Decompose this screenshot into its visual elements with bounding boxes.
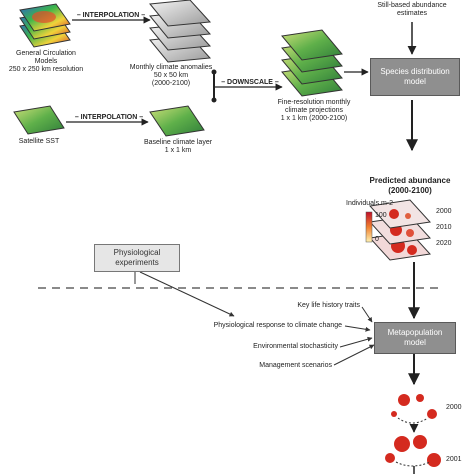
anomaly-map-stack [149,0,212,63]
input-key-life-history: Key life history traits [297,302,360,309]
abundance-estimates-label: Still-based abundance estimates [377,2,447,17]
satellite-map [13,105,65,135]
satellite-sst-label: Satellite SST [18,138,60,145]
interpolation-label-2: – INTERPOLATION – [74,114,144,121]
meta-year-2001: 2001 [446,456,462,463]
scale-min-label: 0 [375,236,379,243]
input-management-scenarios: Management scenarios [259,362,332,369]
population-network-2000 [391,394,437,424]
map-year-2020: 2020 [436,240,452,247]
metapopulation-model-box: Metapopulation model [374,322,456,354]
population-network-2001 [385,435,441,467]
fine-res-map-stack [281,29,343,97]
monthly-anomalies-label: Monthly climate anomalies 50 x 50 km (20… [129,64,213,87]
physiological-experiments-box: Physiological experiments [94,244,180,272]
phys-exp-arrow [139,271,235,317]
fine-resolution-label: Fine-resolution monthly climate projecti… [277,99,351,122]
downscale-label: – DOWNSCALE – [221,79,279,86]
species-distribution-model-box: Species distribution model [370,58,460,96]
scale-max-label: 100 [375,212,387,219]
map-year-2010: 2010 [436,224,452,231]
baseline-map [149,105,205,137]
gcm-map-stack [19,3,71,48]
map-year-2000: 2000 [436,208,452,215]
input-environmental-stochasticity: Environmental stochasticity [253,343,338,350]
input-physiological-response: Physiological response to climate change [213,322,342,329]
meta-year-2000: 2000 [446,404,462,411]
individuals-label: Individuals m-2 [346,200,394,207]
abundance-color-scale [365,211,373,243]
predicted-abundance-title: Predicted abundance (2000-2100) [369,176,451,195]
gcm-label: General Circulation Models 250 x 250 km … [8,50,84,73]
predicted-abundance-stack [369,199,431,261]
baseline-climate-label: Baseline climate layer 1 x 1 km [143,139,213,154]
interpolation-label-1: – INTERPOLATION – [76,12,146,19]
